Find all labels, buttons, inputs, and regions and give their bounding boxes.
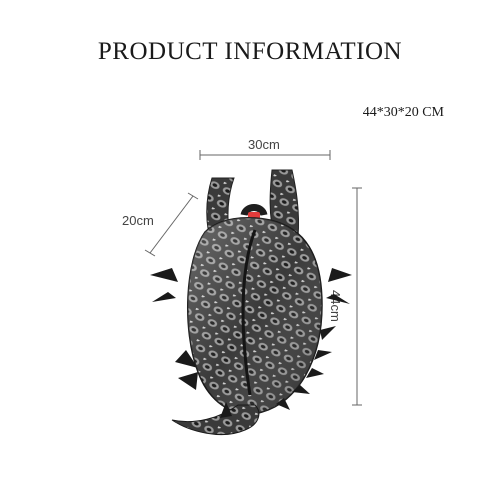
backpack-image [150, 169, 352, 436]
width-dimension-line [199, 150, 331, 160]
width-label: 30cm [248, 137, 280, 152]
size-spec: 44*30*20 CM [362, 105, 444, 120]
depth-dimension-line [144, 192, 199, 257]
height-dimension-line [352, 187, 362, 406]
page-title: PRODUCT INFORMATION [97, 38, 403, 65]
depth-label: 20cm [122, 213, 154, 228]
